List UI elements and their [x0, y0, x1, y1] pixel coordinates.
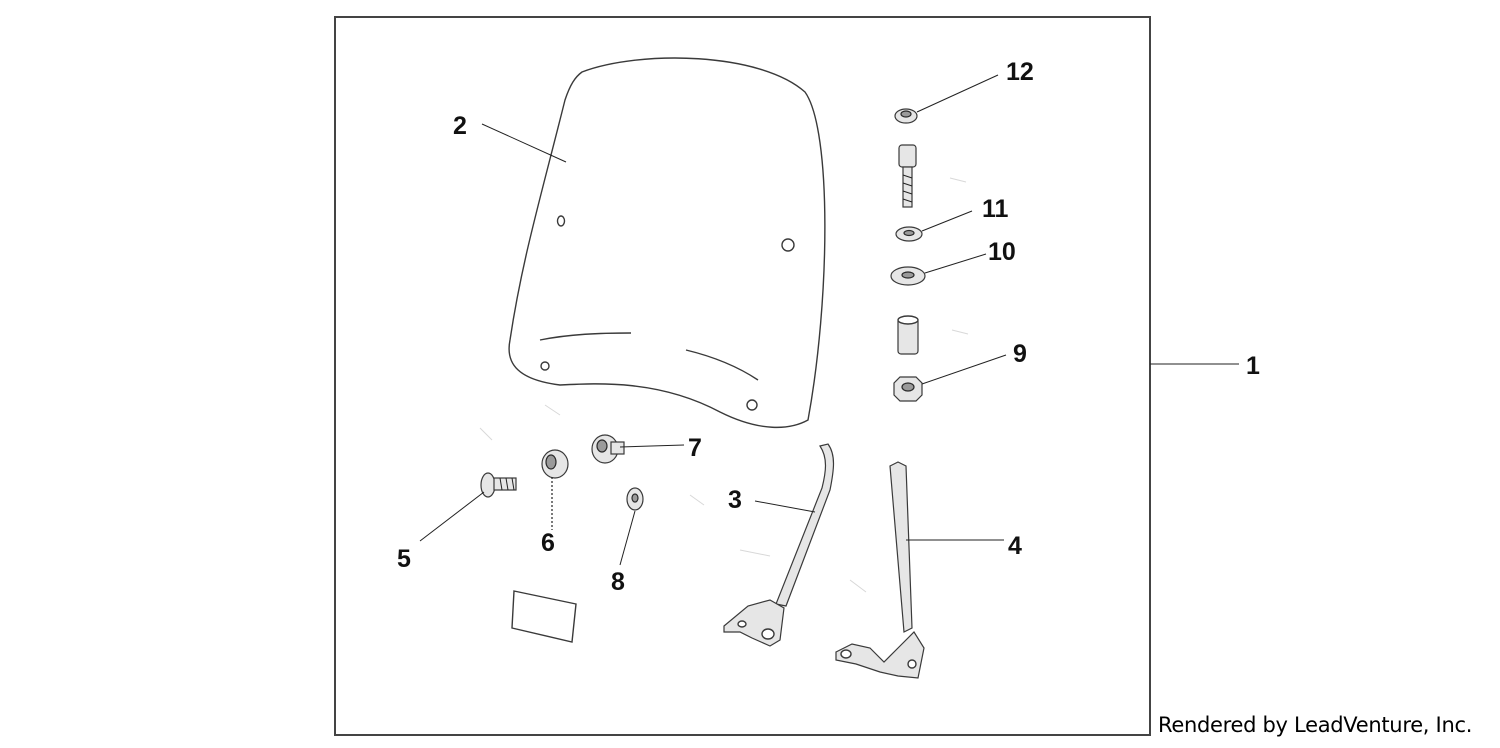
callout-7: 7 [688, 434, 702, 462]
bolt-part [898, 144, 917, 208]
instruction-label-part [511, 590, 577, 643]
nut-part [893, 376, 923, 402]
callout-5: 5 [397, 545, 411, 573]
leader-12 [916, 74, 999, 113]
leader-5 [419, 491, 485, 542]
leader-9 [921, 354, 1007, 385]
callout-9: 9 [1013, 340, 1027, 368]
large-washer-part [890, 266, 926, 286]
callout-10: 10 [988, 238, 1016, 266]
callout-11: 11 [982, 195, 1009, 223]
rubber-mount-part [591, 434, 625, 464]
leader-2 [481, 123, 567, 163]
collar-part [897, 315, 919, 355]
callout-6: 6 [541, 529, 555, 557]
screw-part [480, 472, 517, 498]
small-washer-part [895, 226, 923, 242]
windscreen-part [508, 57, 826, 428]
leader-11 [921, 210, 973, 232]
small-nut-part [626, 487, 644, 511]
cap-nut-part [894, 108, 918, 124]
callout-2: 2 [453, 112, 467, 140]
kit-frame [334, 16, 1151, 736]
grommet-part [541, 449, 569, 479]
faint-marks [479, 177, 969, 593]
leader-10 [924, 253, 987, 274]
callout-1: 1 [1246, 352, 1260, 380]
callout-12: 12 [1006, 58, 1034, 86]
credit-text: Rendered by LeadVenture, Inc. [1158, 713, 1473, 737]
callout-4: 4 [1008, 532, 1022, 560]
callout-8: 8 [611, 568, 625, 596]
left-stay-part [723, 443, 835, 647]
right-stay-part [835, 461, 925, 679]
leader-8 [619, 510, 636, 566]
leader-3 [754, 500, 816, 513]
callout-3: 3 [728, 486, 742, 514]
leader-7 [619, 444, 685, 448]
